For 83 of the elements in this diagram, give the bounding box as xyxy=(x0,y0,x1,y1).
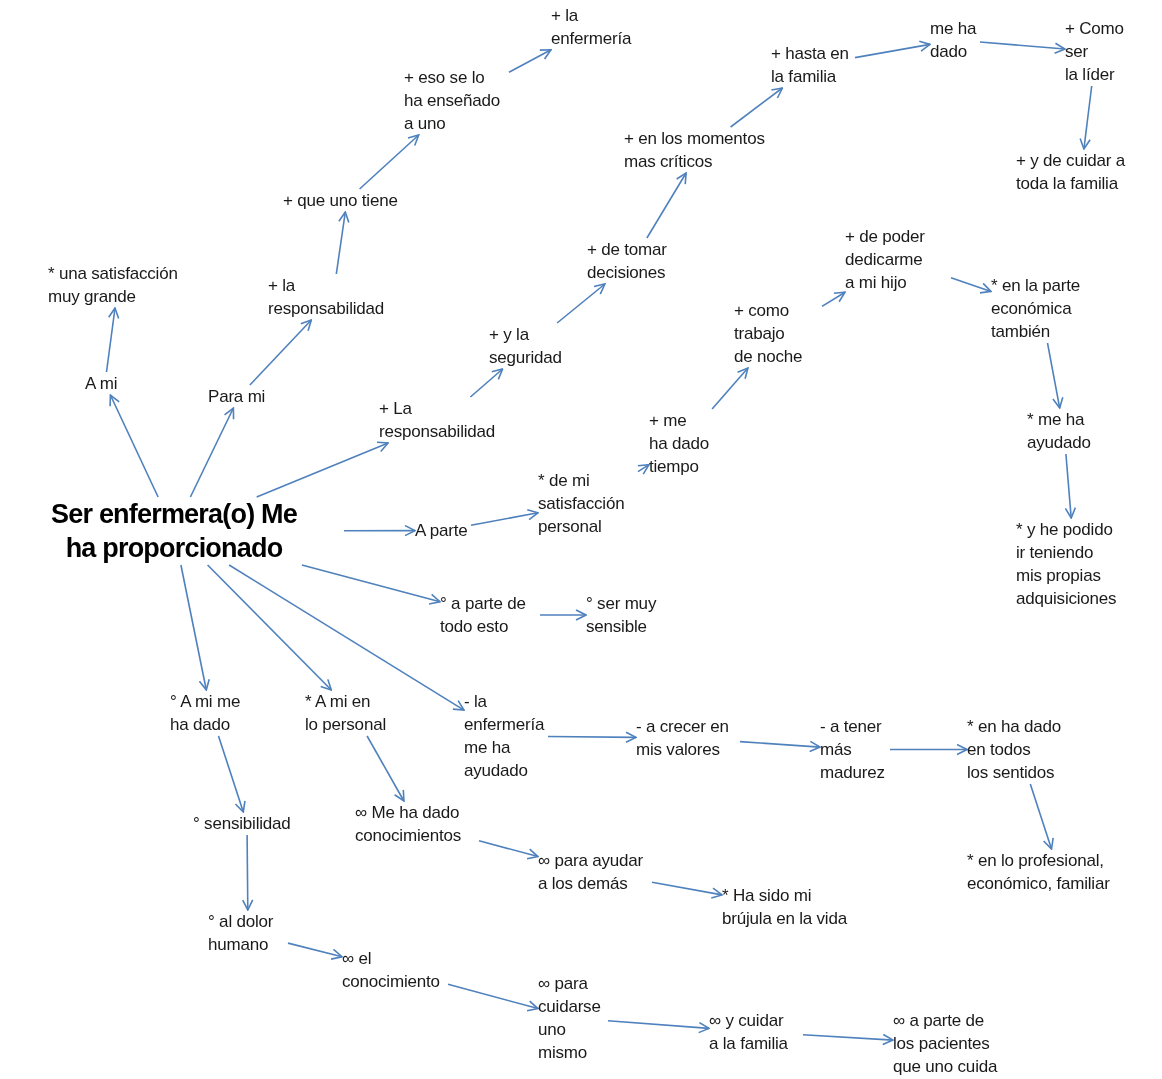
arrow xyxy=(508,49,552,74)
arrow xyxy=(105,307,120,373)
concept-text: + que uno tiene xyxy=(283,189,411,212)
arrow xyxy=(301,564,441,605)
central-topic: Ser enfermera(o) Me ha proporcionado xyxy=(4,497,344,565)
arrow xyxy=(478,839,539,860)
arrow xyxy=(607,1019,710,1034)
concept-text: * en la parte económica también xyxy=(991,274,1091,343)
concept-text: ∞ y cuidar a la familia xyxy=(709,1009,803,1055)
concept-text: - a crecer en mis valores xyxy=(636,715,740,761)
concept-text: ° sensibilidad xyxy=(193,812,301,835)
concept-text: * en ha dado en todos los sentidos xyxy=(967,715,1071,784)
arrow xyxy=(646,172,687,239)
concept-text: + eso se lo ha enseñado a uno xyxy=(404,66,509,135)
arrow xyxy=(1064,453,1077,519)
concept-text: ∞ a parte de los pacientes que uno cuida xyxy=(893,1009,1007,1078)
arrow xyxy=(556,283,606,324)
arrow xyxy=(217,735,246,813)
concept-text: * en lo profesional, económico, familiar xyxy=(967,849,1151,895)
concept-text: * me ha ayudado xyxy=(1027,408,1101,454)
arrow xyxy=(335,211,350,275)
concept-text: me ha dado xyxy=(930,17,980,63)
arrow xyxy=(739,740,821,753)
concept-text: * Ha sido mi brújula en la vida xyxy=(722,884,857,930)
concept-text: + en los momentos mas críticos xyxy=(624,127,776,173)
arrow xyxy=(1079,85,1093,150)
concept-text: ∞ para ayudar a los demás xyxy=(538,849,652,895)
arrow xyxy=(711,367,749,410)
arrow xyxy=(228,564,465,711)
concept-text: ° a parte de todo esto xyxy=(440,592,540,638)
arrow xyxy=(821,291,846,308)
arrow xyxy=(950,276,992,294)
arrow xyxy=(287,942,343,960)
concept-text: + y de cuidar a toda la familia xyxy=(1016,149,1146,195)
concept-text: + de tomar decisiones xyxy=(587,238,679,284)
arrow xyxy=(366,735,405,802)
concept-text: * y he podido ir teniendo mis propias adquisiciones xyxy=(1016,518,1134,610)
arrow xyxy=(358,134,420,190)
arrow xyxy=(343,524,416,537)
concept-text: + la responsabilidad xyxy=(268,274,398,320)
concept-text: + de poder dedicarme a mi hijo xyxy=(845,225,951,294)
arrow xyxy=(1046,342,1064,409)
concept-text: + la enfermería xyxy=(551,4,636,50)
concept-text: * una satisfacción muy grande xyxy=(48,262,188,308)
arrow xyxy=(539,609,587,621)
concept-text: + Como ser la líder xyxy=(1065,17,1127,86)
arrow xyxy=(241,834,254,911)
arrow xyxy=(470,508,539,527)
concept-text: ∞ para cuidarse uno mismo xyxy=(538,972,608,1064)
concept-text: ∞ el conocimiento xyxy=(342,947,448,993)
arrow xyxy=(447,983,539,1012)
arrow xyxy=(979,41,1066,54)
concept-text: + me ha dado tiempo xyxy=(649,409,715,478)
concept-text: ° ser muy sensible xyxy=(586,592,666,638)
concept-text: - a tener más madurez xyxy=(820,715,890,784)
arrow xyxy=(651,881,723,899)
arrow xyxy=(889,743,968,756)
concept-text: + hasta en la familia xyxy=(771,42,855,88)
arrow xyxy=(469,368,504,398)
concept-text: A parte xyxy=(415,519,471,542)
concept-text: * de mi satisfacción personal xyxy=(538,469,638,538)
arrow xyxy=(637,463,650,475)
arrow xyxy=(109,394,159,498)
concept-text: A mi xyxy=(85,372,125,395)
concept-text: + como trabajo de noche xyxy=(734,299,822,368)
concept-text: - la enfermería me ha ayudado xyxy=(464,690,548,782)
arrow xyxy=(255,441,389,498)
arrow xyxy=(1029,783,1054,850)
concept-text: + La responsabilidad xyxy=(379,397,509,443)
arrow xyxy=(729,87,784,128)
concept-text: ∞ Me ha dado conocimientos xyxy=(355,801,479,847)
concept-text: Para mi xyxy=(208,385,270,408)
concept-text: + y la seguridad xyxy=(489,323,569,369)
arrow xyxy=(547,731,637,744)
concept-text: ° A mi me ha dado xyxy=(170,690,252,736)
arrow xyxy=(180,564,210,691)
arrow xyxy=(189,407,235,498)
arrow xyxy=(249,319,313,386)
concept-text: * A mi en lo personal xyxy=(305,690,403,736)
concept-text: ° al dolor humano xyxy=(208,910,288,956)
arrow xyxy=(206,564,333,691)
arrow xyxy=(802,1033,894,1046)
arrow xyxy=(854,40,931,59)
